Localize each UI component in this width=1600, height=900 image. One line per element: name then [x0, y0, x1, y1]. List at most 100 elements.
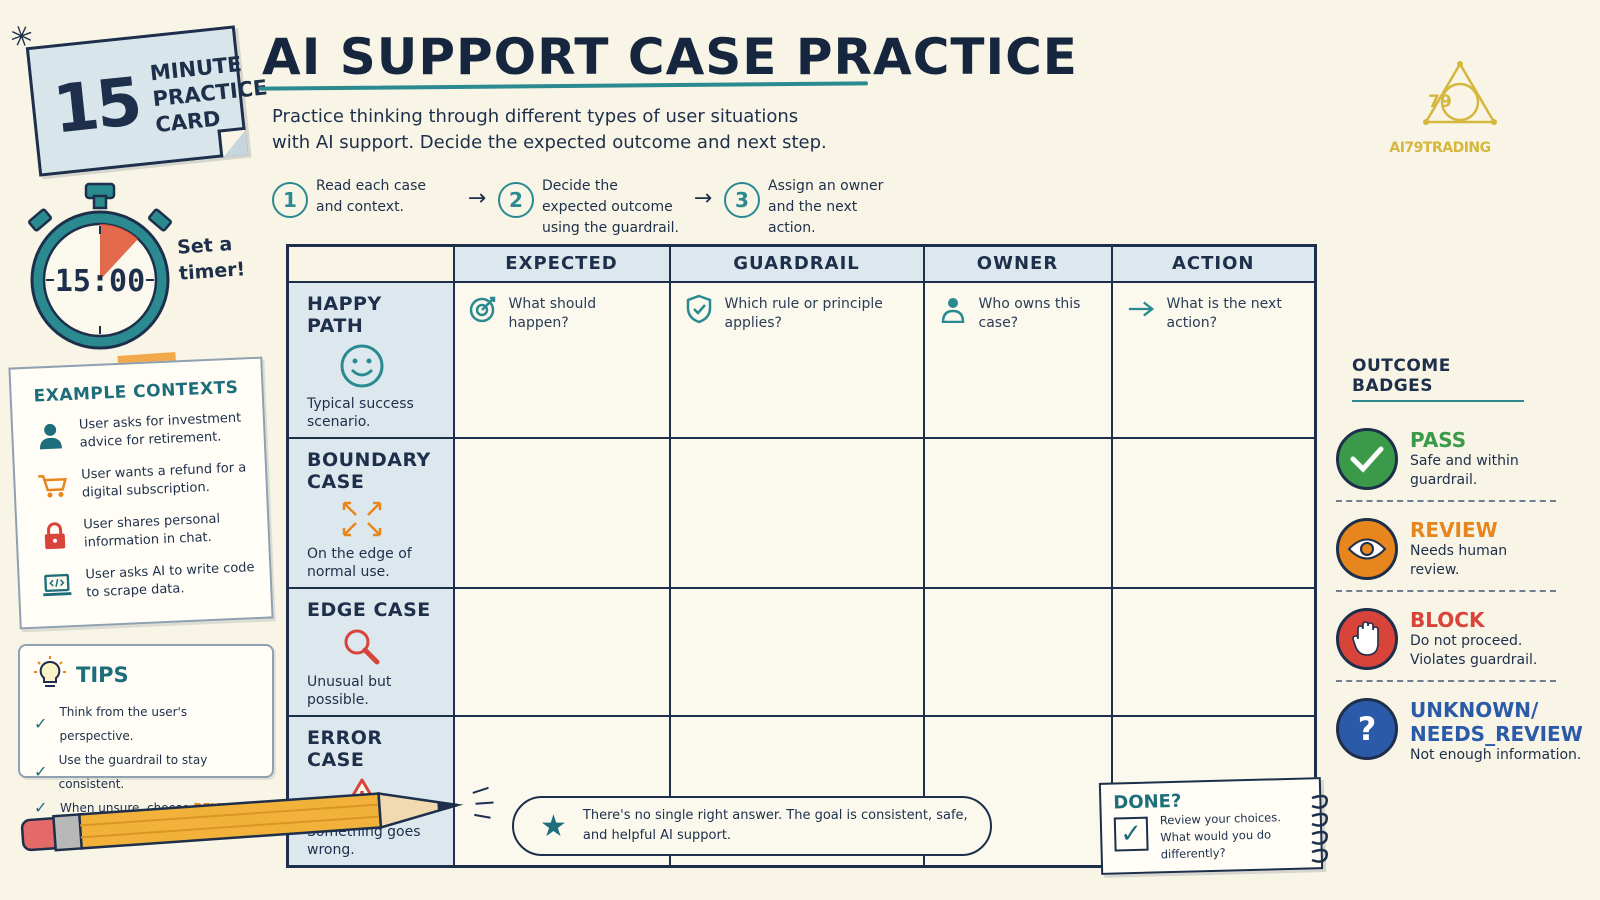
- badge-text: UNKNOWN/ NEEDS_REVIEW Not enough informa…: [1410, 698, 1583, 765]
- badge-name: BLOCK: [1410, 608, 1485, 632]
- spiral-binding: [1308, 790, 1336, 874]
- eye-icon: [1336, 518, 1398, 580]
- owner-cell[interactable]: [922, 586, 1113, 717]
- hand-stop-icon: [1336, 608, 1398, 670]
- prompt: Which rule or principle applies?: [685, 294, 909, 333]
- action-cell[interactable]: [1110, 586, 1317, 717]
- row-header: ERROR CASE Something goes wrong.: [286, 714, 455, 867]
- practice-card-badge: 15 MINUTE PRACTICE CARD: [25, 25, 269, 177]
- expected-cell[interactable]: [452, 586, 671, 717]
- lightbulb-icon: [34, 656, 66, 694]
- badge-desc: Not enough information.: [1410, 747, 1582, 763]
- card-words: MINUTE PRACTICE CARD: [149, 49, 272, 139]
- step-number: 3: [724, 182, 760, 218]
- badge-pass: PASS Safe and within guardrail.: [1336, 422, 1556, 502]
- set-timer-note: Set a timer!: [176, 233, 246, 285]
- pencil-icon: [20, 786, 494, 852]
- step-text: Read each case and context.: [316, 178, 427, 215]
- prompt: What should happen?: [469, 295, 655, 333]
- badges-title: OUTCOME BADGES: [1352, 356, 1524, 402]
- context-text: User wants a refund for a digital subscr…: [80, 460, 247, 501]
- row-title: HAPPY PATH: [307, 292, 382, 337]
- guardrail-cell[interactable]: [668, 586, 925, 717]
- checkmark-icon: ✓: [34, 762, 48, 781]
- row-title: BOUNDARY CASE: [307, 448, 431, 493]
- tip-text: Use the guardrail to stay consistent.: [58, 753, 208, 791]
- spiral-icon: [1311, 794, 1328, 863]
- badge-block: BLOCK Do not proceed. Violates guardrail…: [1336, 602, 1556, 682]
- person-icon: [35, 420, 66, 451]
- step-1: 1 Read each case and context.: [272, 176, 456, 218]
- row-header: HAPPY PATH Typical success scenario.: [286, 280, 455, 439]
- card-fold: [217, 126, 249, 158]
- tip-item: ✓ Use the guardrail to stay consistent.: [34, 748, 258, 796]
- context-text: User asks for investment advice for reti…: [78, 410, 242, 451]
- badge-review: REVIEW Needs human review.: [1336, 512, 1556, 592]
- header-row: EXPECTED GUARDRAIL OWNER ACTION: [287, 244, 1317, 283]
- logo-text: AI79TRADING: [1389, 140, 1491, 156]
- badge-desc: Do not proceed. Violates guardrail.: [1410, 633, 1538, 668]
- step-2: 2 Decide the expected outcome using the …: [498, 176, 682, 239]
- expected-cell[interactable]: [452, 436, 671, 589]
- row-title: ERROR CASE: [307, 726, 383, 771]
- stopwatch: 15:00: [20, 180, 180, 359]
- column-header: EXPECTED: [452, 244, 671, 283]
- expected-cell[interactable]: What should happen?: [452, 280, 671, 439]
- question-icon: ?: [1336, 698, 1398, 760]
- badge-name: UNKNOWN/ NEEDS_REVIEW: [1410, 698, 1583, 746]
- context-item: User wants a refund for a digital subscr…: [37, 459, 252, 504]
- logo-mark-text: 79: [1428, 92, 1452, 112]
- steps-row: 1 Read each case and context. → 2 Decide…: [272, 176, 908, 239]
- context-item: User shares personal information in chat…: [39, 509, 254, 554]
- code-laptop-icon: [41, 570, 72, 601]
- checkmark-icon: ✓: [34, 714, 48, 733]
- column-header: GUARDRAIL: [668, 244, 925, 283]
- tip-item: ✓ Think from the user's perspective.: [34, 700, 258, 748]
- done-row: ✓ Review your choices. What would you do…: [1113, 808, 1309, 864]
- action-cell[interactable]: What is the next action?: [1110, 280, 1317, 439]
- badge-name: PASS: [1410, 428, 1467, 452]
- prompt-text: Who owns this case?: [978, 295, 1081, 331]
- target-icon: [469, 295, 497, 323]
- badge-text: BLOCK Do not proceed. Violates guardrail…: [1410, 608, 1556, 670]
- action-cell[interactable]: [1110, 436, 1317, 589]
- guardrail-cell[interactable]: Which rule or principle applies?: [668, 280, 925, 439]
- checkbox-checked-icon[interactable]: ✓: [1113, 816, 1149, 852]
- context-item: User asks for investment advice for reti…: [35, 409, 250, 454]
- timer-display: 15:00: [54, 264, 146, 299]
- tips-header: TIPS: [34, 656, 258, 694]
- badge-desc: Needs human review.: [1410, 543, 1508, 578]
- arrow-right-icon: →: [693, 186, 713, 211]
- stopwatch-icon: [28, 182, 172, 350]
- table-row: BOUNDARY CASE On the edge of normal use.: [286, 436, 1317, 589]
- example-contexts-panel: EXAMPLE CONTEXTS User asks for investmen…: [8, 356, 274, 630]
- magnifier-icon: [307, 627, 417, 667]
- column-header: OWNER: [922, 244, 1113, 283]
- prompt: Who owns this case?: [939, 295, 1097, 333]
- row-desc: Typical success scenario.: [307, 395, 414, 430]
- guardrail-cell[interactable]: [668, 436, 925, 589]
- context-item: User asks AI to write code to scrape dat…: [41, 559, 256, 604]
- prompt-text: Which rule or principle applies?: [724, 295, 883, 331]
- owner-cell[interactable]: [922, 436, 1113, 589]
- corner-cell: [287, 245, 455, 283]
- row-title: EDGE CASE: [307, 598, 431, 621]
- logo-mark-icon: [1423, 61, 1497, 125]
- footer-note-text: There's no single right answer. The goal…: [582, 808, 968, 843]
- badge-text: PASS Safe and within guardrail.: [1410, 428, 1556, 490]
- table-row: HAPPY PATH Typical success scenario. Wha…: [286, 280, 1317, 439]
- tips-panel: TIPS ✓ Think from the user's perspective…: [18, 644, 274, 817]
- owner-cell[interactable]: Who owns this case?: [922, 280, 1113, 439]
- done-notepad: DONE? ✓ Review your choices. What would …: [1098, 777, 1324, 875]
- row-header: EDGE CASE Unusual but possible.: [286, 586, 455, 717]
- prompt-text: What should happen?: [508, 295, 597, 331]
- badge-name: REVIEW: [1410, 518, 1498, 542]
- badge-text: REVIEW Needs human review.: [1410, 518, 1556, 580]
- footer-note: ★ There's no single right answer. The go…: [512, 796, 992, 856]
- outcome-badges-panel: OUTCOME BADGES PASS Safe and within guar…: [1336, 356, 1583, 785]
- checkmark-icon: [1336, 428, 1398, 490]
- person-icon: [939, 295, 967, 323]
- step-3: 3 Assign an owner and the next action.: [724, 176, 908, 239]
- card-number: 15: [49, 62, 143, 149]
- practice-grid: EXPECTED GUARDRAIL OWNER ACTION HAPPY PA…: [286, 244, 1317, 868]
